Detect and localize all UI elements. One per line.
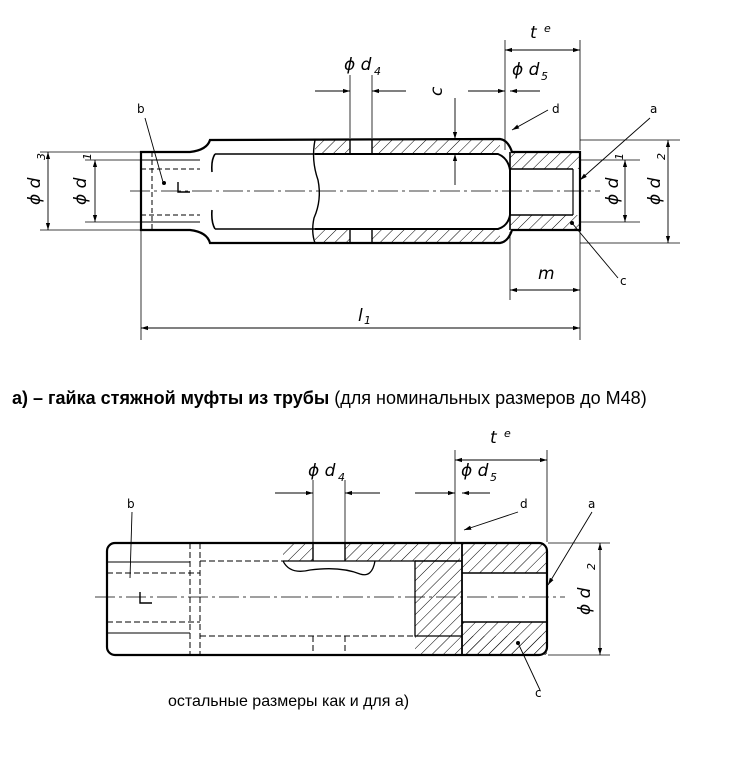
svg-text:l: l: [358, 306, 363, 326]
svg-text:d: d: [520, 497, 528, 511]
svg-text:t: t: [530, 23, 538, 43]
view-a-dimension-labels: l 1 t e m ϕ d 4 ϕ d 5 c ϕ d 3 ϕ d 1 ϕ d …: [25, 22, 668, 327]
svg-text:c: c: [620, 274, 627, 288]
view-b-hatching: [283, 543, 547, 655]
view-a-hatching: [315, 139, 580, 243]
svg-text:ϕ d: ϕ d: [71, 177, 91, 205]
view-b-bar-nut: t e ϕ d 4 ϕ d 5 ϕ d 2 b a d c: [95, 427, 610, 700]
caption-variant-a: a) – гайка стяжной муфты из трубы (для н…: [12, 388, 647, 409]
svg-text:5: 5: [490, 471, 497, 484]
svg-text:ϕ d: ϕ d: [308, 461, 336, 481]
svg-text:2: 2: [655, 153, 668, 160]
view-a-inner-bore: [315, 153, 511, 230]
svg-text:5: 5: [541, 70, 548, 83]
svg-text:1: 1: [81, 153, 94, 160]
caption-a-range: (для номинальных размеров до М48): [329, 388, 647, 408]
svg-text:1: 1: [613, 153, 626, 160]
svg-text:ϕ d: ϕ d: [512, 60, 540, 80]
svg-text:ϕ d: ϕ d: [461, 461, 489, 481]
caption-variant-b-note: остальные размеры как и для а): [168, 693, 410, 710]
svg-text:3: 3: [35, 153, 48, 160]
svg-text:e: e: [544, 22, 551, 35]
view-a-outer-contour: [139, 137, 582, 245]
svg-text:t: t: [490, 428, 498, 448]
svg-text:ϕ d: ϕ d: [645, 177, 665, 205]
svg-text:c: c: [427, 86, 447, 96]
svg-text:a: a: [650, 102, 657, 116]
svg-text:1: 1: [364, 314, 371, 327]
view-a-tube-nut: l 1 t e m ϕ d 4 ϕ d 5 c ϕ d 3 ϕ d 1 ϕ d …: [25, 22, 680, 340]
svg-text:c: c: [535, 686, 542, 700]
view-b-outer-contour: [105, 541, 549, 657]
svg-text:d: d: [552, 102, 560, 116]
svg-text:e: e: [504, 427, 511, 440]
svg-text:a: a: [588, 497, 595, 511]
svg-text:4: 4: [338, 471, 345, 484]
svg-text:2: 2: [585, 563, 598, 570]
svg-text:b: b: [127, 497, 135, 511]
svg-text:ϕ d: ϕ d: [344, 55, 372, 75]
caption-a-title: a) – гайка стяжной муфты из трубы: [12, 388, 330, 408]
svg-text:4: 4: [374, 65, 381, 78]
svg-text:m: m: [538, 264, 555, 284]
view-b-dimension-labels: t e ϕ d 4 ϕ d 5 ϕ d 2 b a d c: [127, 427, 598, 700]
svg-text:ϕ d: ϕ d: [575, 587, 595, 615]
svg-text:b: b: [137, 102, 145, 116]
view-a-break-lines: [312, 139, 321, 244]
svg-text:ϕ d: ϕ d: [25, 177, 45, 205]
svg-text:ϕ d: ϕ d: [603, 177, 623, 205]
